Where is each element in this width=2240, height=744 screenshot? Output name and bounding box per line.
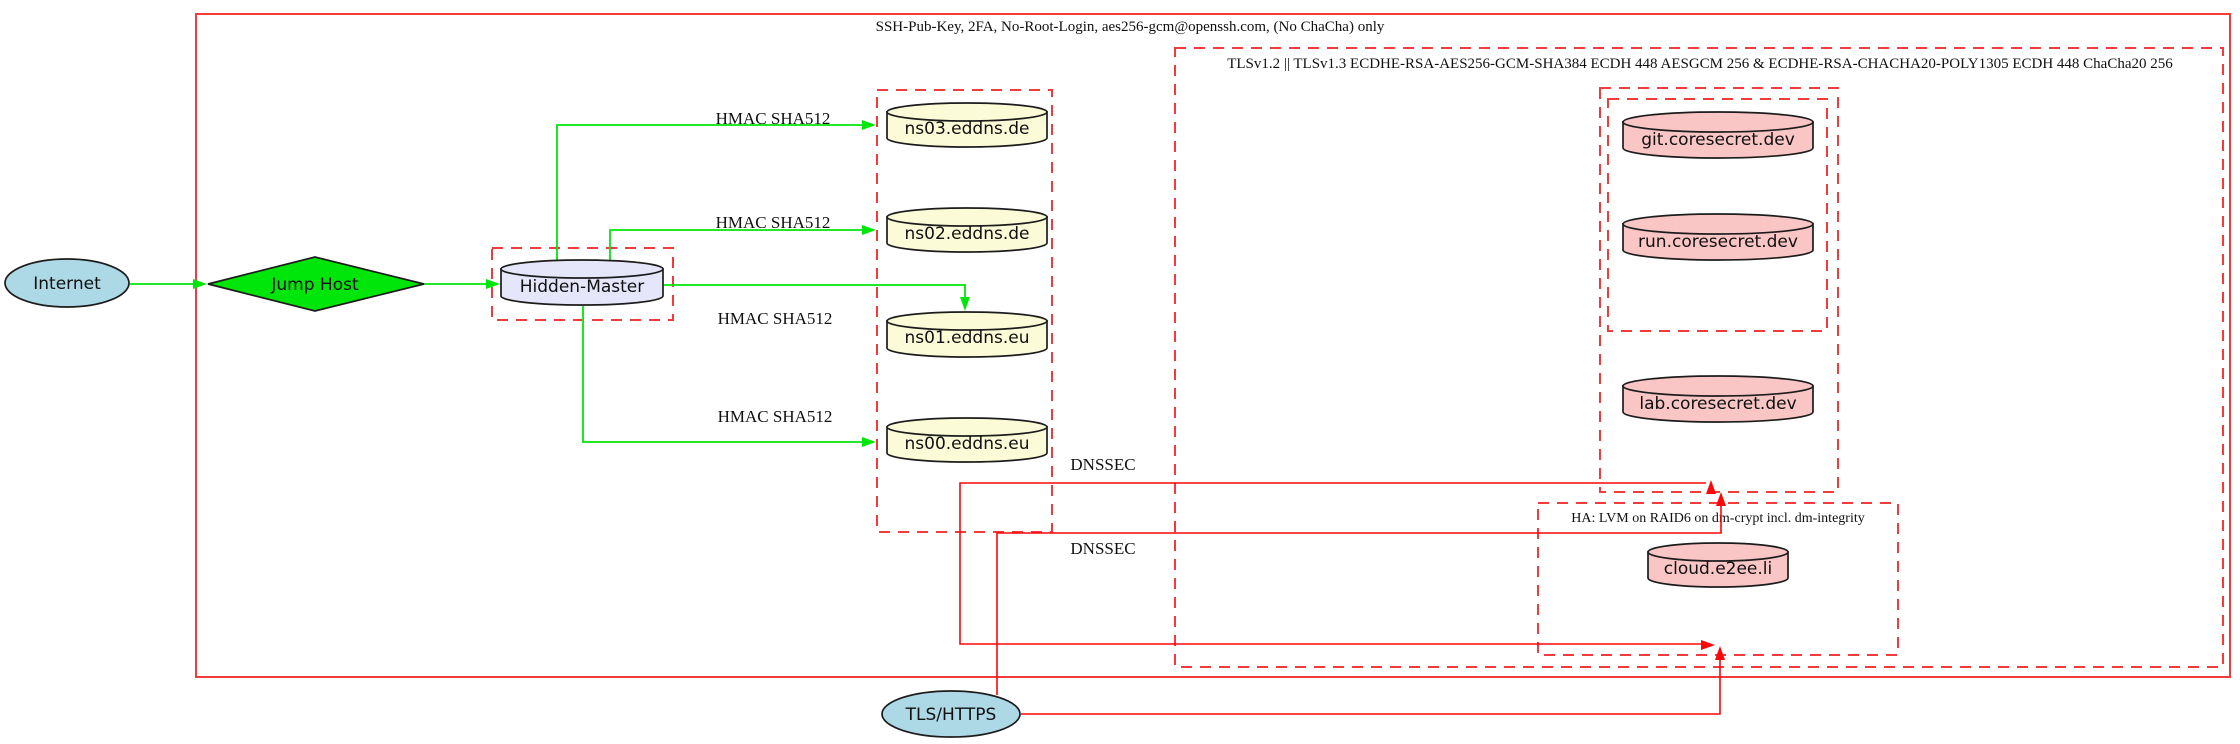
cluster-coresecret-inner-box <box>1607 98 1828 332</box>
cluster-ssh-label: SSH-Pub-Key, 2FA, No-Root-Login, aes256-… <box>876 19 1385 35</box>
node-cloud-label: cloud.e2ee.li <box>1664 559 1772 579</box>
cluster-ssh-box <box>195 13 2231 678</box>
edge-label-hmac-ns02: HMAC SHA512 <box>716 213 831 232</box>
node-hidden-master-label: Hidden-Master <box>520 277 645 297</box>
edge-label-hmac-ns01: HMAC SHA512 <box>718 309 833 328</box>
node-ns01-label: ns01.eddns.eu <box>905 328 1030 348</box>
cluster-tls-label: TLSv1.2 || TLSv1.3 ECDHE-RSA-AES256-GCM-… <box>1227 56 2173 72</box>
node-tls-https-label: TLS/HTTPS <box>905 705 997 725</box>
node-ns01: ns01.eddns.eu <box>886 311 1048 358</box>
edge-tlshttps-ha <box>1021 646 1725 715</box>
cluster-tls-box <box>1174 47 2224 668</box>
node-lab-label: lab.coresecret.dev <box>1639 394 1796 414</box>
node-jump-host: Jump Host <box>207 256 425 312</box>
edge-jumphost-hiddenmaster <box>424 279 500 289</box>
node-run-label: run.coresecret.dev <box>1638 232 1798 252</box>
node-run: run.coresecret.dev <box>1622 213 1814 261</box>
edge-label-hmac-ns00: HMAC SHA512 <box>718 407 833 426</box>
node-ns00: ns00.eddns.eu <box>886 417 1048 463</box>
node-ns00-label: ns00.eddns.eu <box>905 434 1030 454</box>
node-hidden-master: Hidden-Master <box>500 259 664 306</box>
edge-hiddenmaster-ns02 <box>609 225 876 261</box>
node-lab: lab.coresecret.dev <box>1622 375 1814 423</box>
edge-dnssec-u <box>959 480 1716 650</box>
node-git: git.coresecret.dev <box>1622 111 1814 159</box>
node-ns03-label: ns03.eddns.de <box>905 119 1030 139</box>
cluster-nameservers-box <box>876 89 1053 533</box>
edge-internet-jumphost <box>130 279 207 289</box>
node-git-label: git.coresecret.dev <box>1641 130 1795 150</box>
edge-label-dnssec-1: DNSSEC <box>1070 455 1135 474</box>
node-tls-https: TLS/HTTPS <box>881 690 1021 738</box>
node-ns03: ns03.eddns.de <box>886 102 1048 148</box>
node-ns02-label: ns02.eddns.de <box>905 224 1030 244</box>
node-jump-host-label: Jump Host <box>270 275 359 295</box>
node-internet-label: Internet <box>33 274 101 294</box>
node-ns02: ns02.eddns.de <box>886 207 1048 253</box>
edge-label-dnssec-2: DNSSEC <box>1070 539 1135 558</box>
node-internet: Internet <box>4 258 130 308</box>
cluster-ha-label: HA: LVM on RAID6 on dm-crypt incl. dm-in… <box>1571 511 1864 526</box>
node-cloud: cloud.e2ee.li <box>1647 542 1789 588</box>
cluster-coresecret-outer-box <box>1599 87 1839 493</box>
edge-hiddenmaster-ns01 <box>664 284 970 311</box>
edge-label-hmac-ns03: HMAC SHA512 <box>716 109 831 128</box>
edge-hiddenmaster-ns00 <box>582 306 876 447</box>
edge-hiddenmaster-ns03 <box>556 120 876 261</box>
edge-tlshttps-coresecret <box>996 492 1726 695</box>
